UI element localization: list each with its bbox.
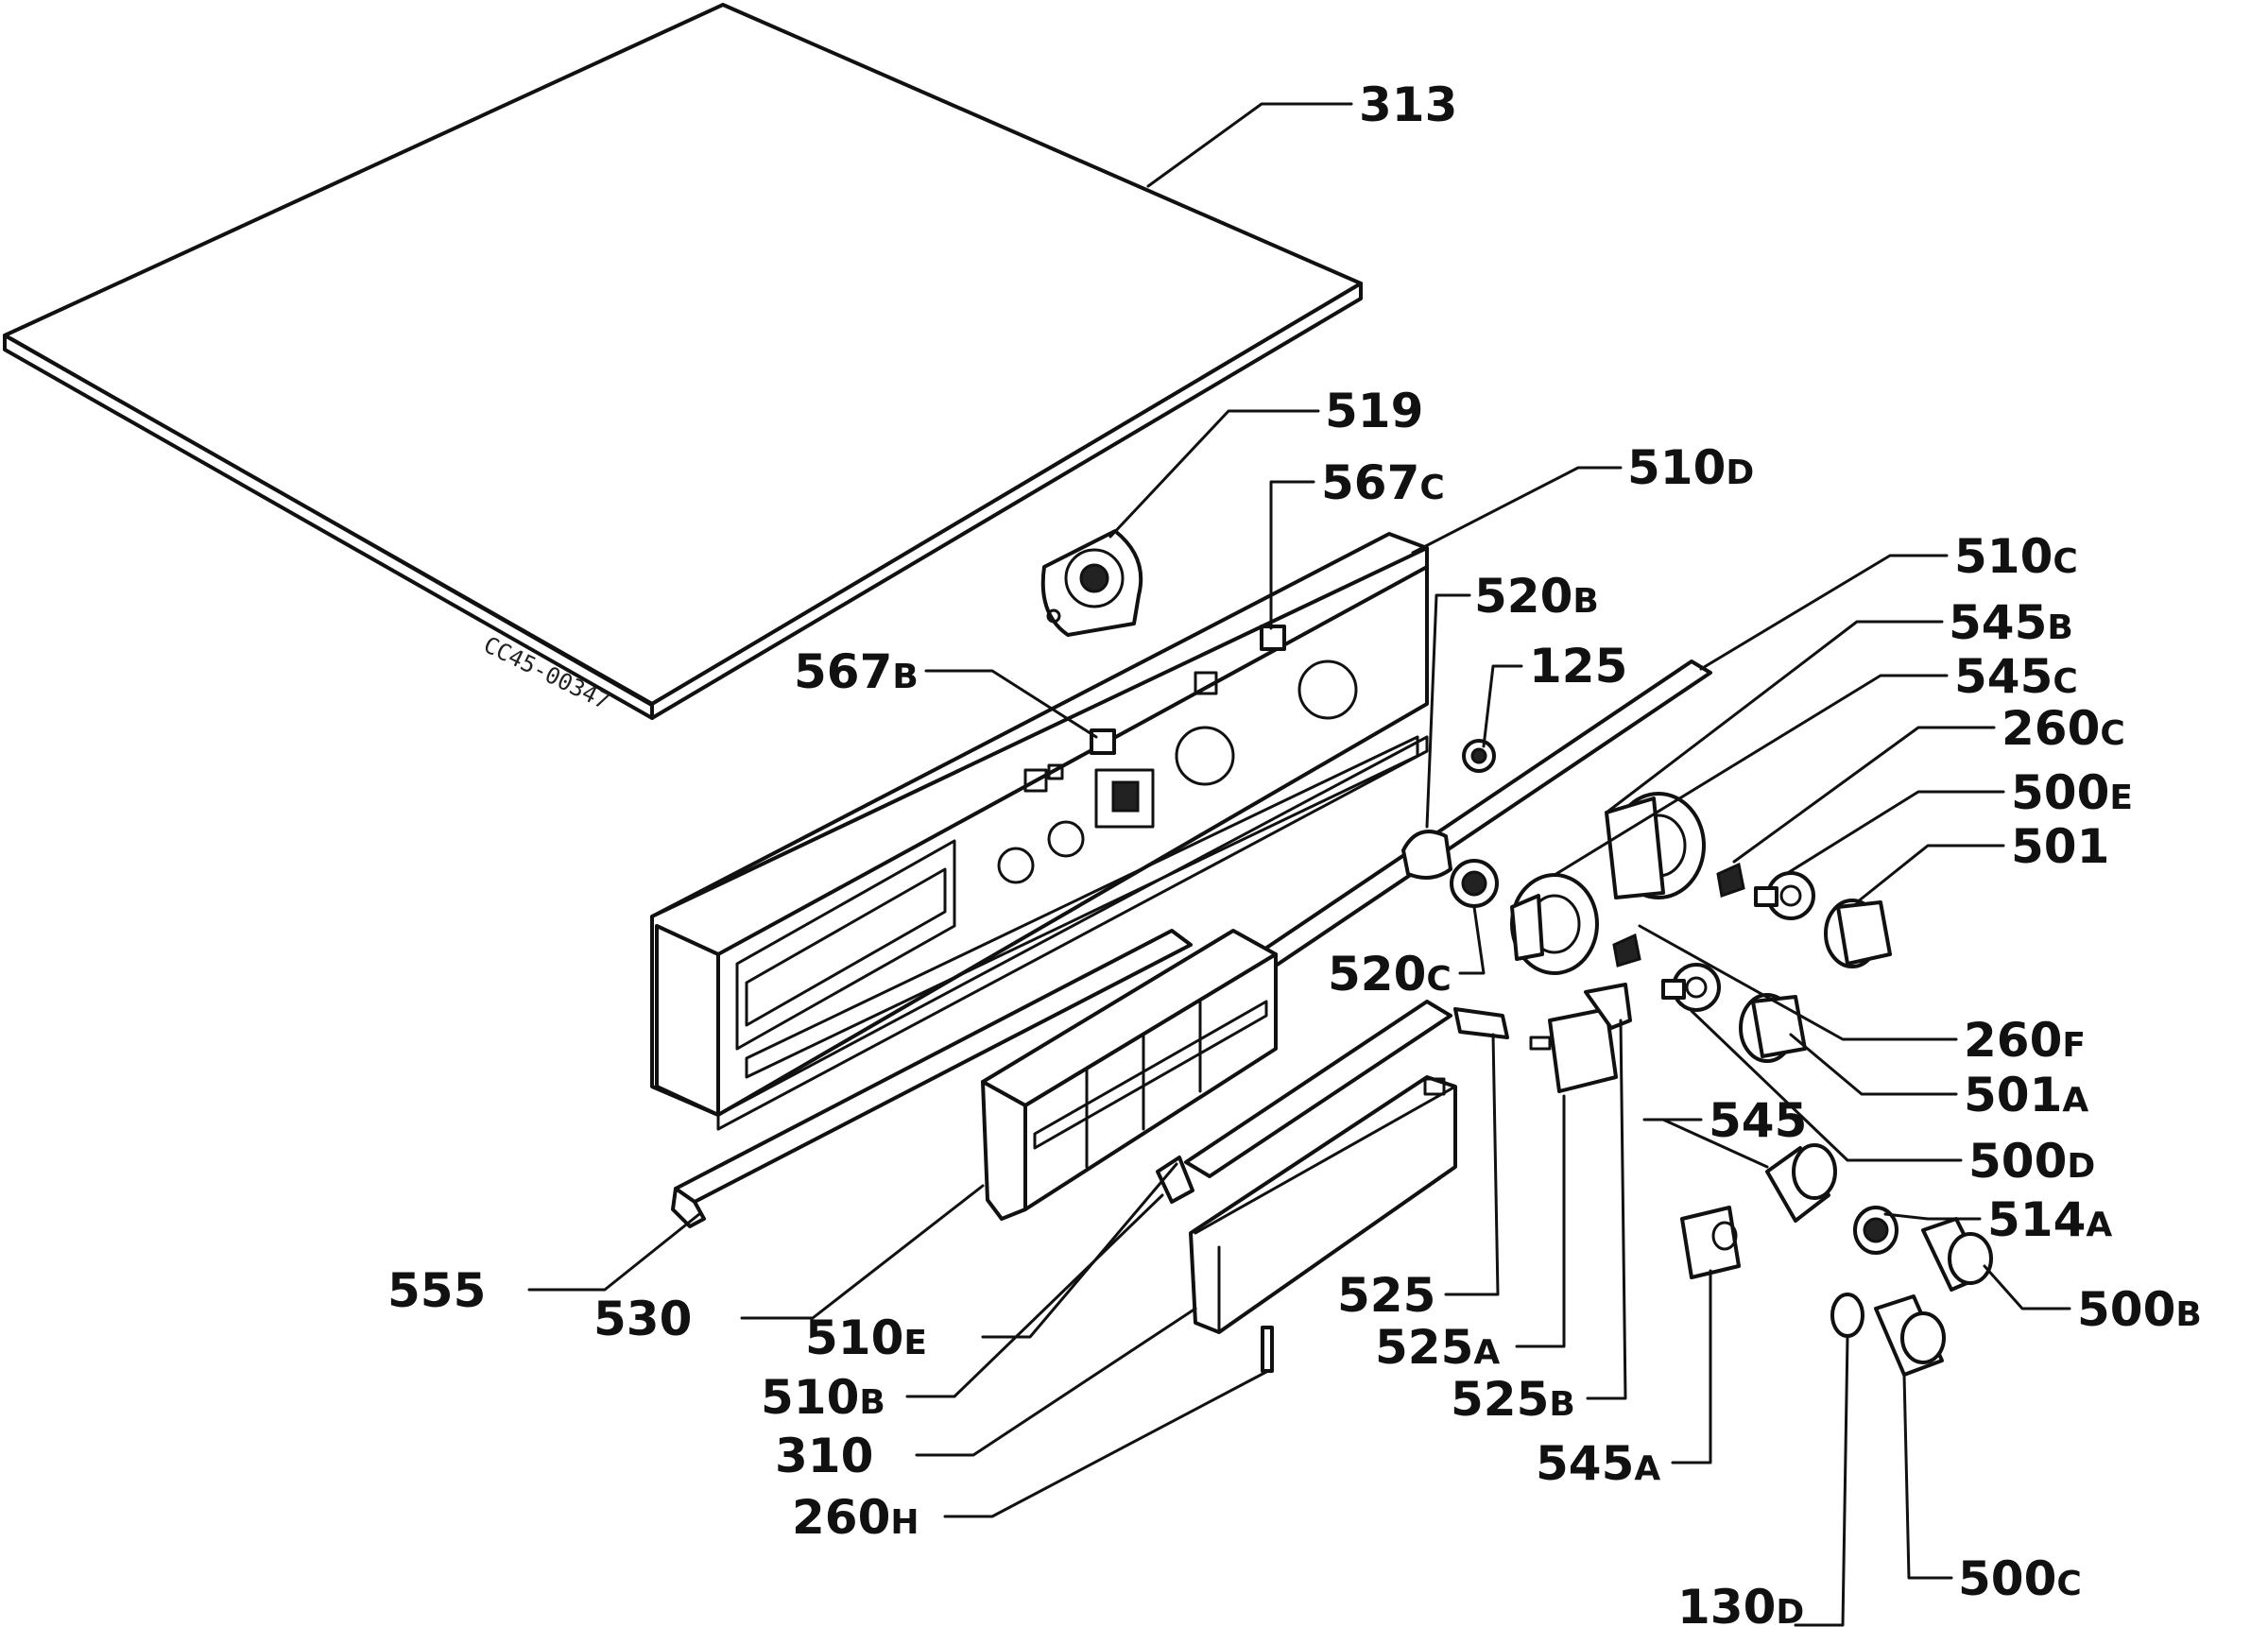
label-510b: 510B [761,1370,885,1425]
label-514a: 514A [1987,1192,2112,1247]
part-530-dispenser-drawer [981,929,1278,1221]
part-545a-sleeve [1680,1206,1741,1279]
part-567b-button [1090,728,1116,755]
label-510c: 510C [1954,529,2078,584]
label-500e: 500E [2011,765,2133,820]
label-545b: 545B [1949,595,2073,650]
part-260h-pin [1261,1326,1274,1373]
label-260c: 260C [2002,701,2125,756]
label-520b: 520B [1474,569,1599,624]
part-545-bushing [1765,1143,1837,1223]
part-567c-button [1260,625,1286,651]
part-130d-ring [1830,1293,1864,1338]
part-514a-spring [1853,1206,1899,1255]
label-260f: 260F [1964,1013,2086,1068]
part-313-top-cover [3,3,1363,720]
part-125-nut [1462,739,1496,773]
label-545c: 545C [1954,649,2078,704]
label-530: 530 [593,1292,692,1346]
part-501-knob [1824,899,1892,968]
label-519: 519 [1325,384,1423,438]
part-545b-selector-housing [1605,792,1706,899]
part-310-handle [1189,1075,1457,1334]
callout-labels: 313 519 567C 510D 520B 510C 567B 125 545… [387,77,2202,1627]
label-525b: 525B [1451,1372,1575,1427]
label-125: 125 [1529,639,1627,694]
part-510b-clip [1156,1156,1194,1204]
part-500d-knob-insert [1661,963,1721,1012]
label-501a: 501A [1964,1068,2088,1122]
part-500c-button [1874,1294,1946,1377]
label-313: 313 [1359,77,1457,132]
label-500b: 500B [2077,1282,2202,1337]
part-525-shaft [1453,1007,1509,1039]
label-567b: 567B [794,644,919,699]
label-500d: 500D [1968,1134,2095,1189]
part-525a-slider [1529,1007,1618,1093]
leader-lines [527,102,2071,1627]
part-520b-bracket [1401,830,1452,880]
label-525: 525 [1337,1268,1435,1323]
part-519-switch [1040,529,1143,637]
label-260h: 260H [792,1490,919,1545]
part-500e-knob-insert [1754,871,1815,920]
part-520c-gear [1450,859,1499,908]
part-545c-dial-bezel [1510,873,1599,975]
part-501a-knob [1739,993,1807,1063]
part-500b-button [1921,1217,1993,1292]
label-545a: 545A [1536,1436,1660,1491]
label-510d: 510D [1627,440,1754,495]
part-510d-control-panel [650,532,1429,1131]
part-525b-cap [1584,983,1632,1030]
part-260c-spring [1716,862,1745,898]
label-545: 545 [1709,1093,1807,1148]
part-260f-spring [1612,933,1641,968]
label-520c: 520C [1328,947,1452,1002]
label-525a: 525A [1375,1320,1500,1375]
label-130d: 130D [1677,1580,1804,1627]
label-510e: 510E [805,1310,927,1365]
part-510e-flap [1184,1000,1452,1178]
label-501: 501 [2011,819,2109,874]
label-500c: 500C [1958,1551,2082,1606]
label-567c: 567C [1321,455,1445,510]
label-555: 555 [387,1263,486,1318]
label-310: 310 [775,1429,873,1483]
